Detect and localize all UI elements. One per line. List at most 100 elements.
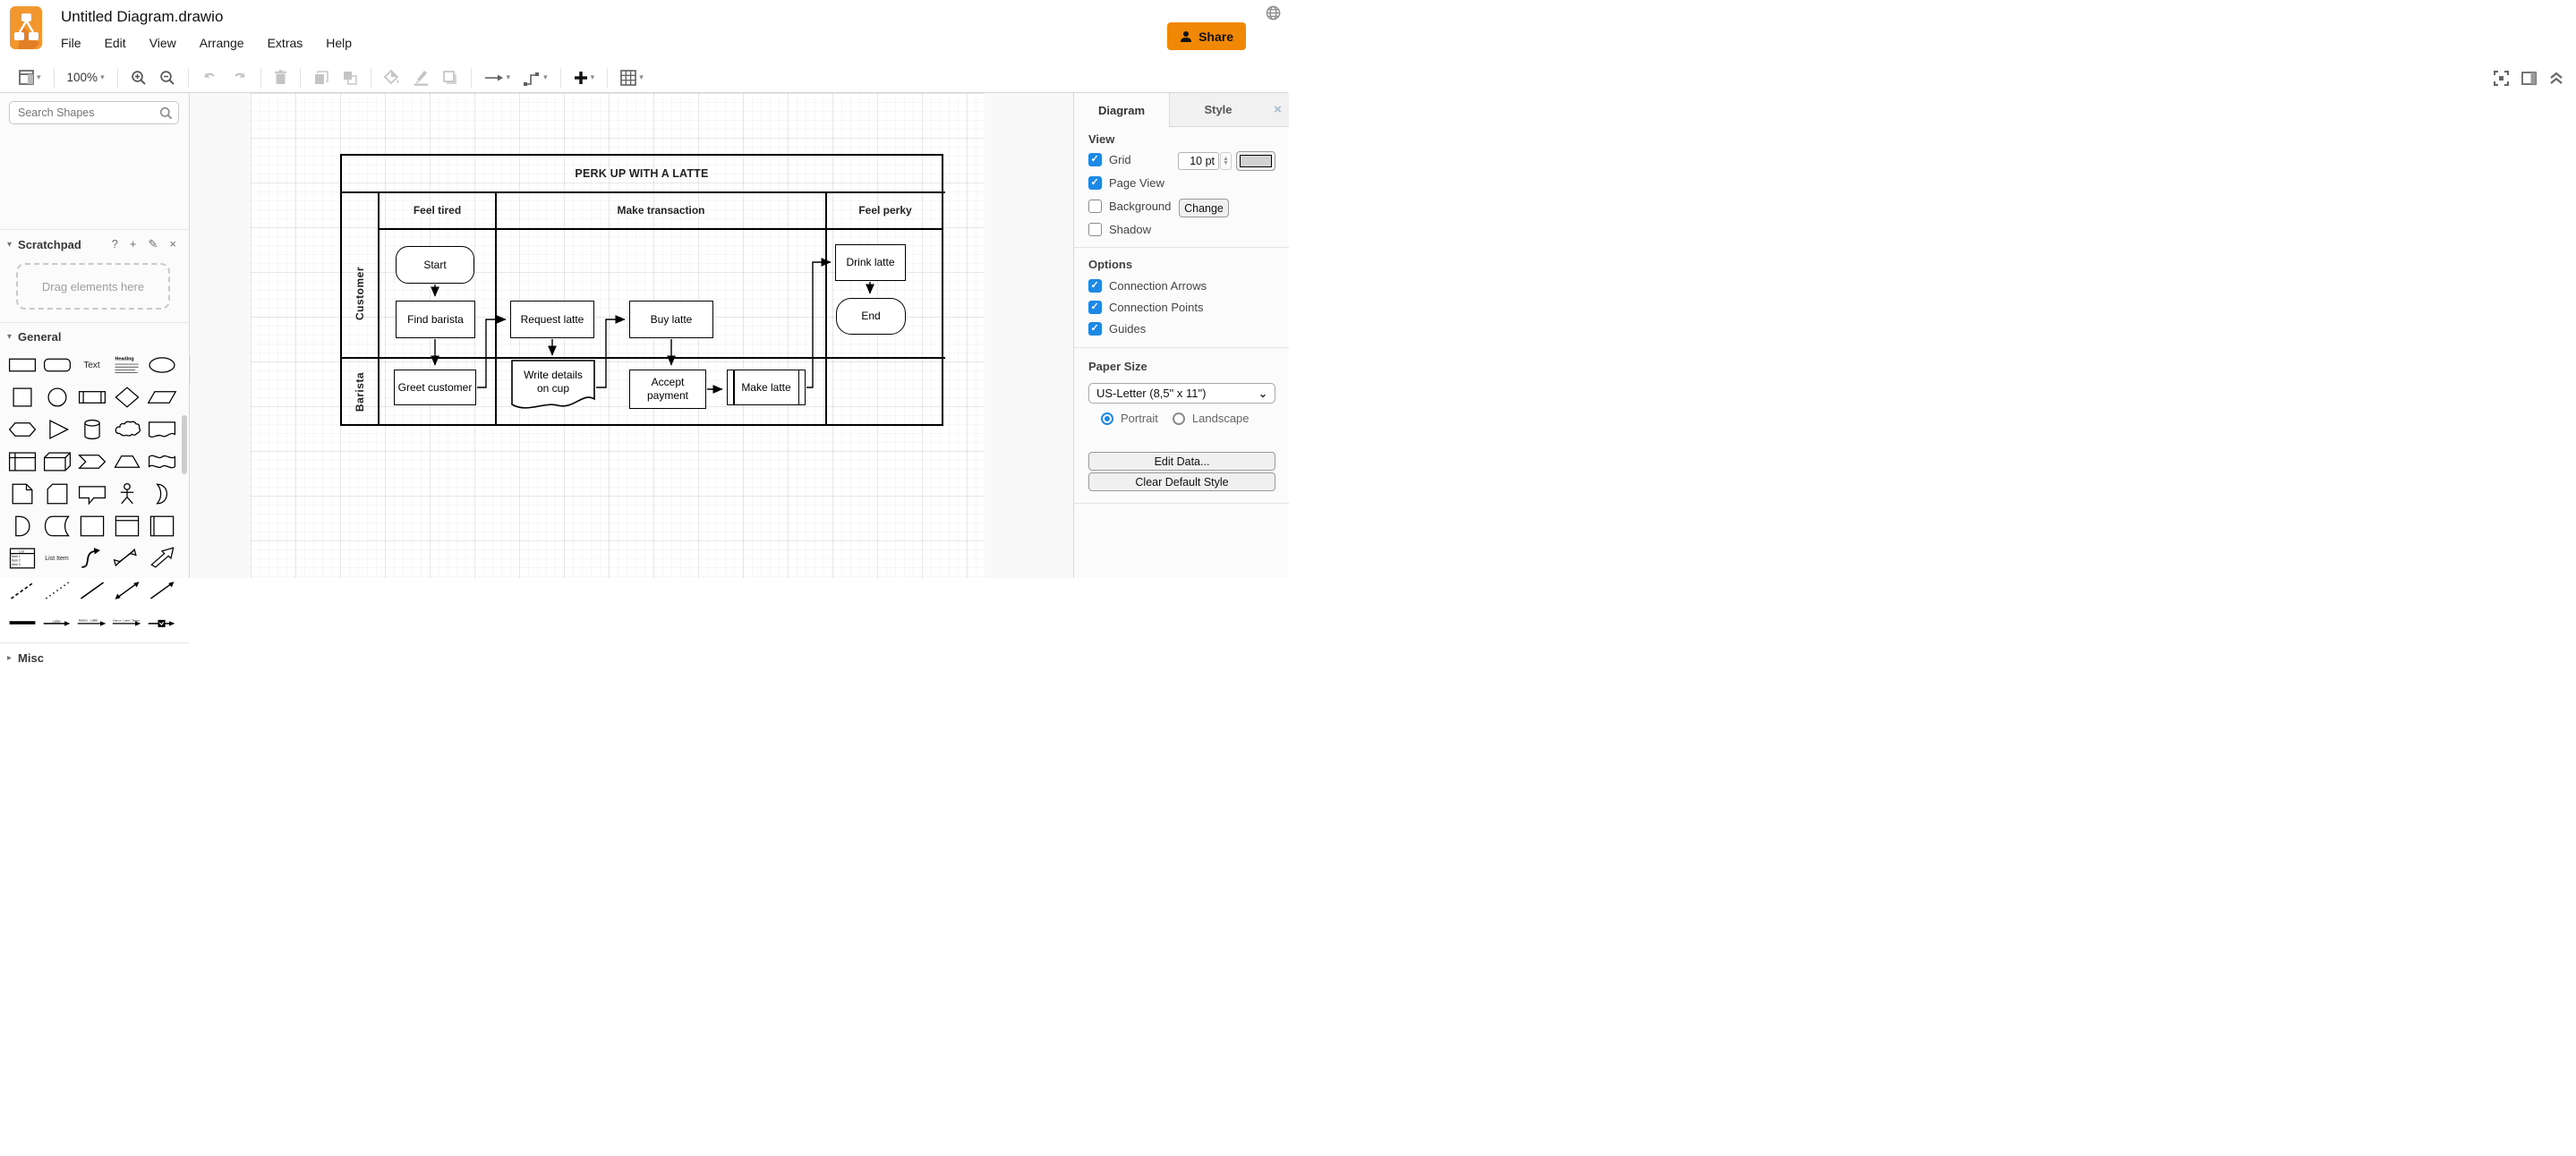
shape-link[interactable] — [4, 607, 39, 639]
lane-customer[interactable]: Customer — [354, 266, 367, 321]
shape-dotted-line[interactable] — [39, 574, 74, 607]
format-panel-toggle-icon[interactable] — [2521, 71, 2537, 85]
shape-cylinder[interactable] — [74, 413, 109, 446]
shape-horizontal-container[interactable] — [144, 510, 179, 542]
panel-close-icon[interactable]: × — [1267, 93, 1289, 127]
shape-internal-storage[interactable] — [4, 446, 39, 478]
shape-rectangle[interactable] — [4, 349, 39, 381]
stepper-down-icon[interactable]: ▼ — [1223, 160, 1229, 166]
shape-rounded-rectangle[interactable] — [39, 349, 74, 381]
column-feel-tired[interactable]: Feel tired — [413, 203, 462, 217]
line-color-button[interactable] — [406, 65, 436, 90]
node-greet-customer[interactable]: Greet customer — [394, 370, 476, 405]
shape-cube[interactable] — [39, 446, 74, 478]
shape-callout[interactable] — [74, 478, 109, 510]
node-request-latte[interactable]: Request latte — [510, 301, 594, 338]
shape-arrow[interactable] — [144, 542, 179, 574]
shape-parallelogram[interactable] — [144, 381, 179, 413]
grid-size-stepper[interactable]: ▲ ▼ — [1220, 152, 1232, 170]
shape-arrow-with-box[interactable] — [144, 607, 179, 639]
scratchpad-edit-icon[interactable]: ✎ — [148, 237, 158, 251]
paper-size-select[interactable]: US-Letter (8,5" x 11") ⌄ — [1088, 383, 1275, 404]
grid-color-swatch[interactable] — [1236, 151, 1275, 171]
tab-diagram[interactable]: Diagram — [1074, 93, 1170, 127]
grid-checkbox[interactable] — [1088, 153, 1102, 166]
node-accept-payment[interactable]: Accept payment — [629, 370, 706, 409]
connection-points-checkbox[interactable] — [1088, 301, 1102, 314]
column-feel-perky[interactable]: Feel perky — [858, 203, 912, 217]
menu-extras[interactable]: Extras — [267, 36, 303, 50]
scratchpad-help-icon[interactable]: ? — [111, 237, 118, 251]
menu-file[interactable]: File — [61, 36, 81, 50]
connection-style-button[interactable]: ▾ — [478, 65, 517, 90]
fill-color-button[interactable] — [378, 65, 406, 90]
fullscreen-icon[interactable] — [2494, 70, 2509, 86]
landscape-radio[interactable] — [1172, 412, 1185, 425]
shape-directional-connector[interactable] — [144, 574, 179, 607]
collapse-expand-icon[interactable] — [2549, 72, 2563, 85]
shape-text[interactable]: Text — [83, 360, 100, 370]
shape-or[interactable] — [144, 478, 179, 510]
node-end[interactable]: End — [836, 298, 906, 335]
change-background-button[interactable]: Change — [1179, 199, 1229, 217]
to-front-button[interactable] — [307, 65, 336, 90]
share-button[interactable]: Share — [1167, 22, 1246, 50]
menu-arrange[interactable]: Arrange — [199, 36, 244, 50]
shape-document[interactable] — [144, 413, 179, 446]
shape-textbox[interactable]: Heading — [109, 349, 144, 381]
node-start[interactable]: Start — [396, 246, 474, 284]
to-back-button[interactable] — [336, 65, 364, 90]
lane-barista[interactable]: Barista — [354, 371, 366, 412]
waypoint-style-button[interactable]: ▾ — [516, 65, 554, 90]
page-view-checkbox[interactable] — [1088, 176, 1102, 190]
search-input[interactable] — [10, 102, 157, 123]
scratchpad-close-icon[interactable]: × — [169, 237, 176, 251]
insert-button[interactable]: ▾ — [567, 65, 601, 90]
shape-cloud[interactable] — [109, 413, 144, 446]
scratchpad-add-icon[interactable]: + — [129, 237, 137, 251]
shape-bidirectional-connector[interactable] — [109, 574, 144, 607]
background-checkbox[interactable] — [1088, 200, 1102, 213]
node-make-latte[interactable]: Make latte — [727, 370, 806, 405]
node-find-barista[interactable]: Find barista — [396, 301, 475, 338]
shape-process[interactable] — [74, 381, 109, 413]
shape-card[interactable] — [39, 478, 74, 510]
shape-circle[interactable] — [39, 381, 74, 413]
pool-title[interactable]: PERK UP WITH A LATTE — [575, 167, 709, 180]
shape-data-storage[interactable] — [39, 510, 74, 542]
zoom-out-button[interactable] — [153, 65, 182, 90]
shape-label-arrow[interactable]: Label — [39, 607, 74, 639]
undo-button[interactable] — [195, 65, 225, 90]
shape-ellipse[interactable] — [144, 349, 179, 381]
grid-size-input[interactable] — [1178, 152, 1219, 170]
shape-hexagon[interactable] — [4, 413, 39, 446]
menu-help[interactable]: Help — [326, 36, 353, 50]
redo-button[interactable] — [225, 65, 254, 90]
shape-tape[interactable] — [144, 446, 179, 478]
shape-actor[interactable] — [109, 478, 144, 510]
clear-default-style-button[interactable]: Clear Default Style — [1088, 472, 1275, 491]
portrait-radio[interactable] — [1101, 412, 1113, 425]
shape-and[interactable] — [4, 510, 39, 542]
sidebar-scrollbar[interactable] — [182, 415, 187, 474]
shape-list-item[interactable]: List Item — [45, 555, 69, 562]
zoom-in-button[interactable] — [124, 65, 153, 90]
shape-curve[interactable] — [74, 542, 109, 574]
shape-square[interactable] — [4, 381, 39, 413]
node-buy-latte[interactable]: Buy latte — [629, 301, 713, 338]
column-make-transaction[interactable]: Make transaction — [617, 203, 705, 217]
scratchpad-header[interactable]: ▾ Scratchpad ? + ✎ × — [7, 237, 176, 251]
tab-style[interactable]: Style — [1170, 93, 1267, 127]
misc-section-header[interactable]: ▸ Misc — [7, 650, 44, 665]
table-button[interactable]: ▾ — [614, 65, 650, 90]
shadow-button[interactable] — [436, 65, 465, 90]
shape-triangle[interactable] — [39, 413, 74, 446]
zoom-dropdown[interactable]: 100% ▾ — [61, 65, 111, 90]
node-drink-latte[interactable]: Drink latte — [835, 244, 906, 281]
shape-vertical-container[interactable] — [109, 510, 144, 542]
shadow-checkbox[interactable] — [1088, 223, 1102, 236]
shape-bidirectional-arrow[interactable] — [109, 542, 144, 574]
